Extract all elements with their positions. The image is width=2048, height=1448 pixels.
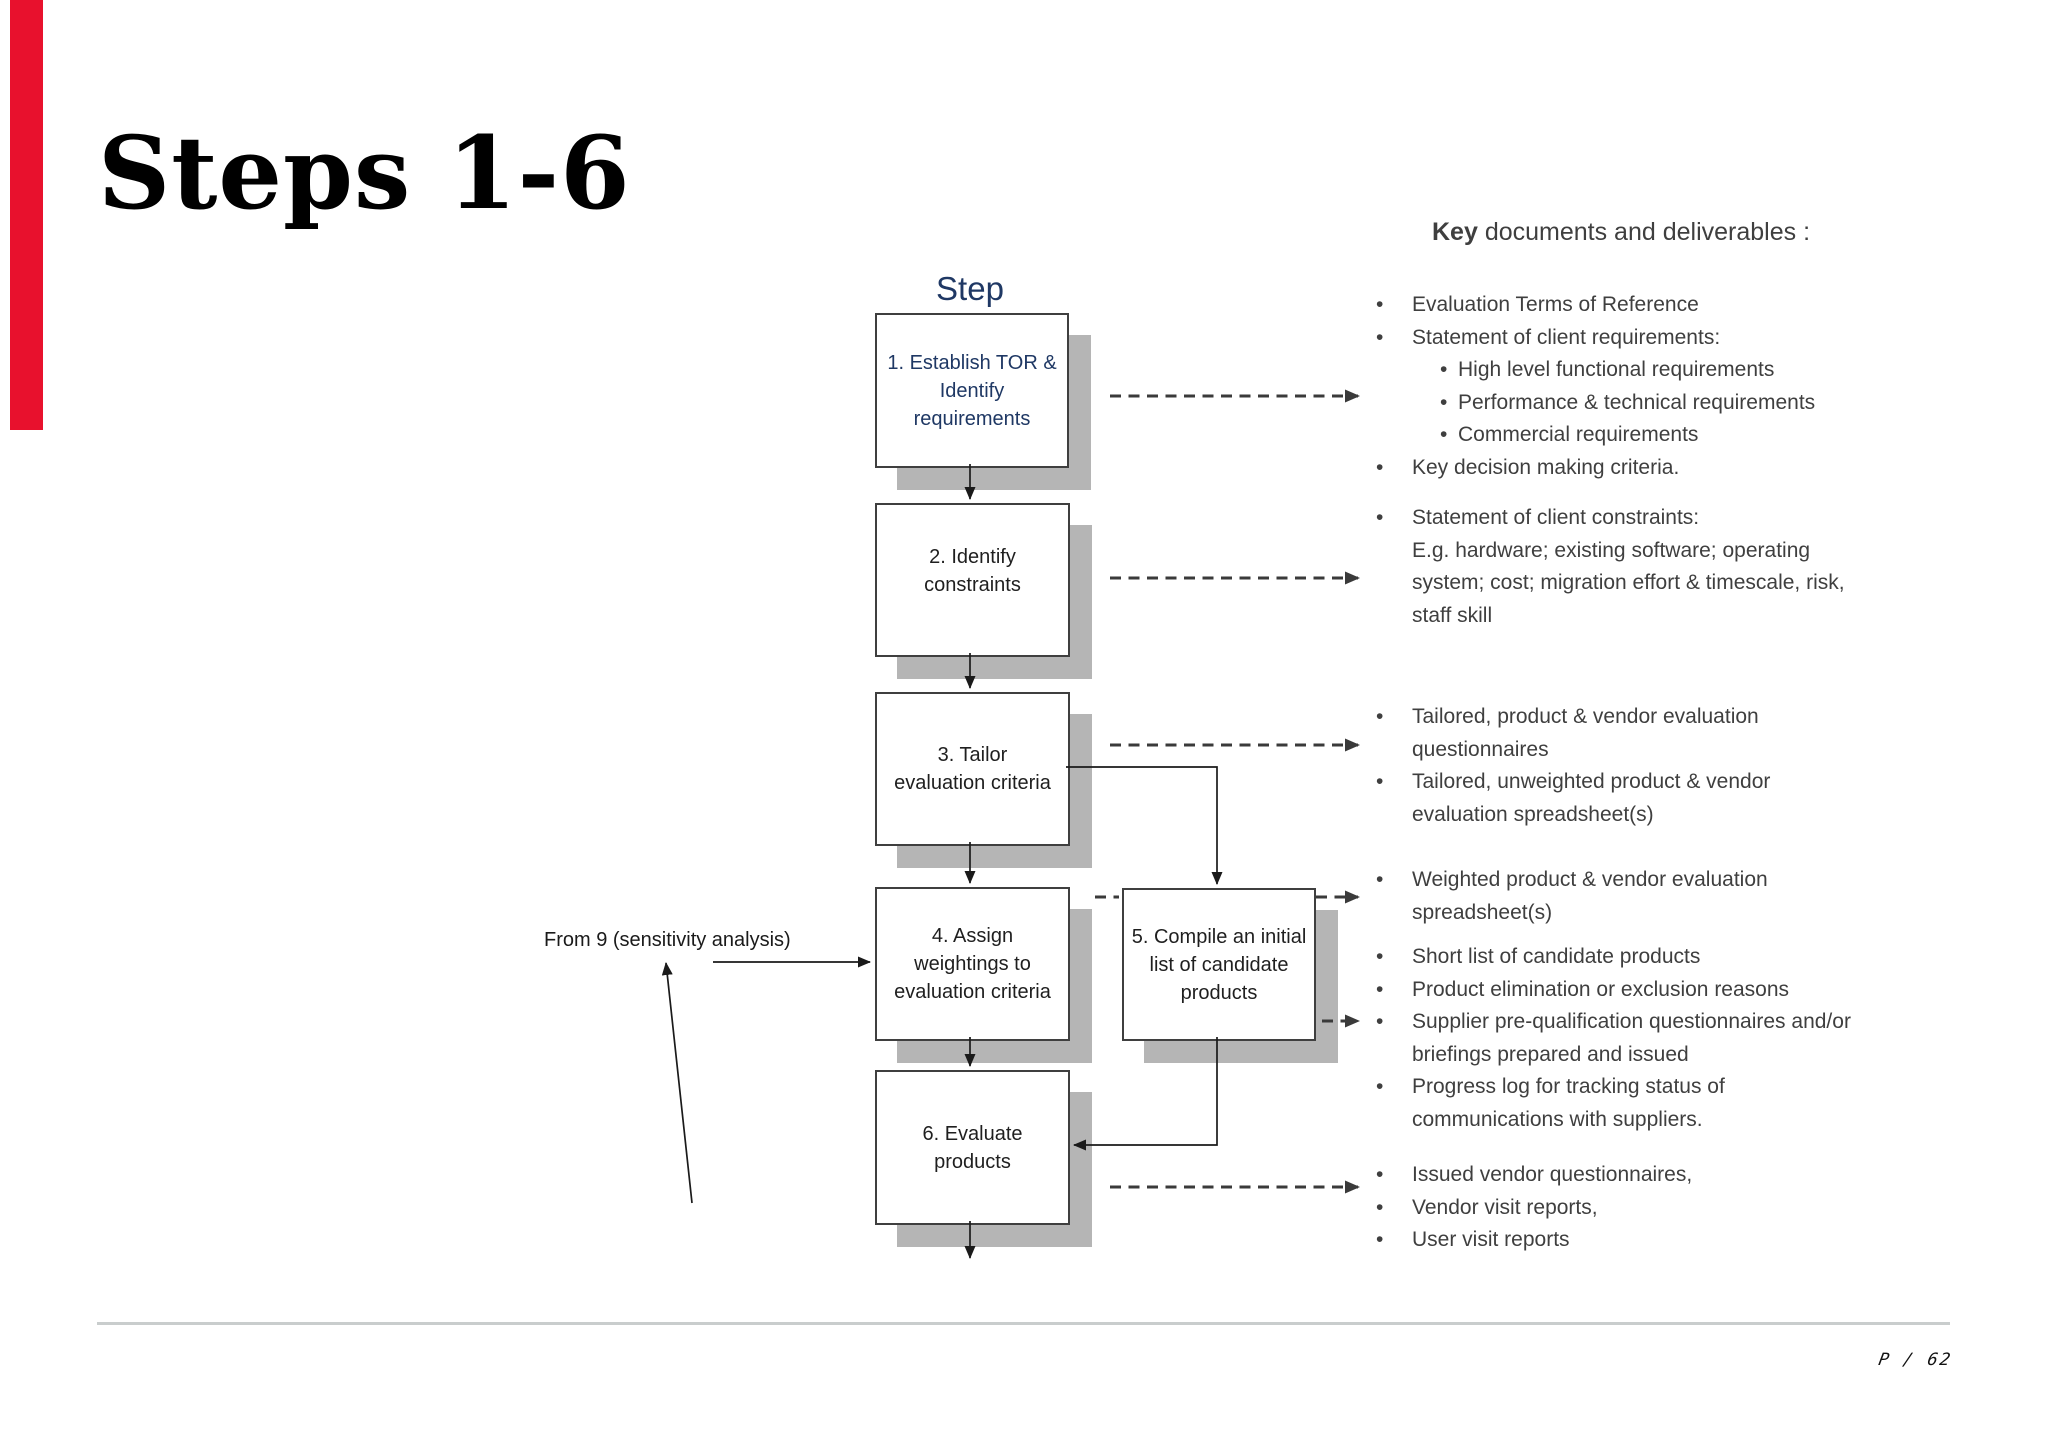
bullet-item: •Statement of client requirements:	[1376, 322, 1936, 355]
bullet-icon: •	[1376, 868, 1384, 891]
bullet-item: •Tailored, unweighted product & vendor e…	[1376, 766, 1936, 831]
deliverables-group-1: •Evaluation Terms of Reference •Statemen…	[1376, 289, 1936, 484]
bullet-icon: •	[1376, 1163, 1384, 1186]
bullet-item: •Tailored, product & vendor evaluation q…	[1376, 701, 1936, 766]
flow-box-3: 3. Tailor evaluation criteria	[875, 692, 1070, 846]
bullet-icon: •	[1376, 293, 1384, 316]
bullet-item: •Progress log for tracking status of com…	[1376, 1071, 1936, 1136]
flow-box-6-label: 6. Evaluate products	[922, 1122, 1023, 1173]
bullet-icon: •	[1376, 977, 1384, 1001]
deliverables-group-5: •Short list of candidate products •Produ…	[1376, 941, 1936, 1136]
bullet-icon: •	[1376, 1195, 1384, 1219]
page-title: Steps 1-6	[98, 114, 631, 232]
flow-box-1-label: 1. Establish TOR & Identify requirements	[887, 351, 1057, 430]
bullet-icon: •	[1440, 358, 1448, 381]
arrow-box5-box6	[1073, 1037, 1218, 1151]
flow-box-4: 4. Assign weightings to evaluation crite…	[875, 887, 1070, 1041]
flow-box-1: 1. Establish TOR & Identify requirements	[875, 313, 1069, 468]
deliverables-group-2: •Statement of client constraints: E.g. h…	[1376, 502, 1936, 632]
bullet-item: •High level functional requirements	[1440, 354, 1936, 387]
bullet-icon: •	[1376, 1228, 1384, 1251]
bullet-icon: •	[1376, 705, 1384, 728]
bullet-item: •Performance & technical requirements	[1440, 387, 1936, 420]
footer-divider	[97, 1322, 1950, 1325]
bullet-icon: •	[1376, 455, 1384, 479]
bullet-item: •Key decision making criteria.	[1376, 452, 1936, 485]
deliverables-header-bold: Key	[1432, 218, 1478, 246]
accent-bar	[10, 0, 43, 430]
page-number: P / 62	[1876, 1350, 1954, 1370]
deliverables-group-3: •Tailored, product & vendor evaluation q…	[1376, 701, 1936, 831]
flow-box-2: 2. Identify constraints	[875, 503, 1070, 657]
flow-box-5-label: 5. Compile an initial list of candidate …	[1131, 925, 1307, 1004]
bullet-icon: •	[1376, 770, 1384, 793]
deliverables-group-4: •Weighted product & vendor evaluation sp…	[1376, 864, 1936, 929]
arrow-from9-diagonal	[661, 962, 693, 1204]
flow-box-4-label: 4. Assign weightings to evaluation crite…	[894, 925, 1051, 1003]
bullet-item: •User visit reports	[1376, 1224, 1936, 1257]
bullet-icon: •	[1440, 390, 1448, 414]
step-column-header: Step	[936, 270, 1004, 307]
bullet-icon: •	[1440, 423, 1448, 446]
bullet-item: •Vendor visit reports,	[1376, 1192, 1936, 1225]
arrow-box3-box5	[1066, 766, 1223, 885]
deliverables-header-rest: documents and deliverables :	[1477, 218, 1811, 246]
bullet-icon: •	[1376, 1075, 1384, 1098]
bullet-item: •Supplier pre-qualification questionnair…	[1376, 1006, 1936, 1071]
bullet-item: •Weighted product & vendor evaluation sp…	[1376, 864, 1936, 929]
bullet-item: •Evaluation Terms of Reference	[1376, 289, 1936, 322]
bullet-item: •Statement of client constraints: E.g. h…	[1376, 502, 1936, 632]
bullet-icon: •	[1376, 325, 1384, 349]
bullet-item: •Short list of candidate products	[1376, 941, 1936, 974]
bullet-icon: •	[1376, 1010, 1384, 1033]
flow-box-2-label: 2. Identify constraints	[924, 546, 1021, 596]
bullet-icon: •	[1376, 506, 1384, 529]
feedback-loop-label: From 9 (sensitivity analysis)	[544, 929, 791, 951]
bullet-item: •Commercial requirements	[1440, 419, 1936, 452]
flow-box-6: 6. Evaluate products	[875, 1070, 1070, 1225]
bullet-icon: •	[1376, 945, 1384, 968]
deliverables-header: Key documents and deliverables :	[1432, 218, 1810, 247]
bullet-item: •Product elimination or exclusion reason…	[1376, 974, 1936, 1007]
flow-box-3-label: 3. Tailor evaluation criteria	[894, 744, 1051, 794]
bullet-item: •Issued vendor questionnaires,	[1376, 1159, 1936, 1192]
deliverables-group-6: •Issued vendor questionnaires, •Vendor v…	[1376, 1159, 1936, 1257]
flow-box-5: 5. Compile an initial list of candidate …	[1122, 888, 1316, 1041]
